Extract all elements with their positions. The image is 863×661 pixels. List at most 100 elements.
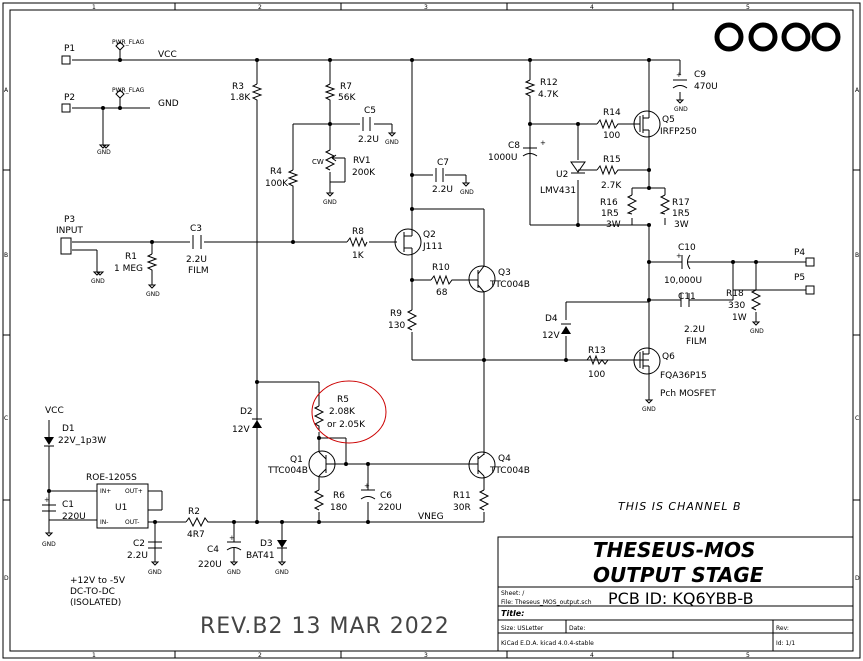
r17-ref: R17: [672, 198, 690, 208]
svg-text:+: +: [229, 534, 235, 542]
ground-labels: GND GND GND GND GND GND GND GND GND GND …: [42, 106, 764, 576]
size-label: Size: USLetter: [501, 625, 544, 632]
row-label: A: [4, 87, 9, 94]
gnd-label: GND: [146, 291, 160, 298]
u1-pin-label: IN+: [100, 488, 111, 495]
c9-value: 470U: [694, 82, 718, 92]
svg-text:+: +: [540, 139, 546, 147]
gnd-label: GND: [642, 406, 656, 413]
c10-value: 10,000U: [664, 276, 702, 286]
r15-value: 2.7K: [601, 181, 622, 191]
gnd-label: GND: [148, 569, 162, 576]
pwr-flag-vcc: PWR_FLAG: [112, 39, 145, 51]
p1-label: P1: [64, 44, 75, 54]
gnd-label: GND: [460, 189, 474, 196]
svg-text:+: +: [364, 482, 370, 490]
row-label: D: [855, 575, 860, 582]
q5-ref: Q5: [662, 115, 675, 125]
q2-value: J111: [422, 242, 443, 252]
r14-value: 100: [603, 131, 620, 141]
d3-value: BAT41: [246, 551, 275, 561]
r2-ref: R2: [188, 507, 200, 517]
u1-pin-label: OUT+: [125, 488, 143, 495]
gnd-label: GND: [91, 278, 105, 285]
d2-value: 12V: [232, 425, 250, 435]
r16-ref: R16: [600, 198, 618, 208]
r8-ref: R8: [352, 227, 364, 237]
pcb-id: PCB ID: KQ6YBB-B: [608, 589, 754, 608]
gnd-label: GND: [750, 328, 764, 335]
r3-value: 1.8K: [230, 93, 251, 103]
r5-value: 2.08K: [329, 407, 356, 417]
d1-ref: D1: [62, 424, 75, 434]
svg-text:+: +: [44, 496, 50, 504]
c2-value: 2.2U: [127, 551, 148, 561]
p4-label: P4: [794, 248, 805, 258]
r17-watt: 3W: [674, 220, 689, 230]
pwr-flag-gnd: PWR_FLAG: [112, 87, 145, 99]
q2-ref: Q2: [423, 230, 436, 240]
gnd-label: GND: [227, 569, 241, 576]
potentiometer-rv1: [324, 149, 337, 171]
gnd-label: GND: [385, 139, 399, 146]
pwr-flag-label: PWR_FLAG: [112, 87, 145, 94]
r4-value: 100K: [265, 179, 289, 189]
r9-ref: R9: [390, 309, 402, 319]
u2-value: LMV431: [540, 186, 576, 196]
u1-pin-label: OUT-: [125, 519, 139, 526]
col-label: 5: [746, 652, 750, 659]
kicad-label: KiCad E.D.A. kicad 4.0.4-stable: [501, 640, 594, 647]
border-labels: 1 2 3 4 5 1 2 3 4 5 A B C D A B C D: [4, 4, 860, 659]
r5-annotation-circle: [311, 380, 387, 444]
logo: [714, 22, 841, 52]
c9-ref: C9: [694, 70, 706, 80]
r5-value-alt: or 2.05K: [327, 420, 366, 430]
r9-value: 130: [388, 321, 405, 331]
c5-ref: C5: [364, 106, 376, 116]
svg-text:+: +: [676, 252, 682, 260]
channel-note: THIS IS CHANNEL B: [618, 500, 742, 513]
gnd-label: GND: [275, 569, 289, 576]
col-label: 1: [92, 652, 96, 659]
r5-ref: R5: [337, 395, 349, 405]
c6-value: 220U: [378, 503, 402, 513]
r13-value: 100: [588, 370, 605, 380]
row-label: C: [855, 415, 859, 422]
r11-ref: R11: [453, 491, 471, 501]
q4-ref: Q4: [498, 454, 511, 464]
r18-ref: R18: [726, 289, 744, 299]
r1-ref: R1: [125, 252, 137, 262]
col-label: 3: [424, 652, 428, 659]
col-label: 4: [590, 652, 594, 659]
c10-ref: C10: [678, 243, 696, 253]
connector-p1: P1: [61, 44, 75, 65]
gnd-label: GND: [674, 106, 688, 113]
d2-ref: D2: [240, 407, 253, 417]
c11-type: FILM: [686, 337, 707, 347]
vneg-net-label: VNEG: [418, 512, 444, 522]
r3-ref: R3: [232, 82, 244, 92]
title-block: THESEUS-MOS OUTPUT STAGE Sheet: / File: …: [497, 536, 854, 652]
r6-ref: R6: [333, 491, 345, 501]
date-label: Date:: [569, 625, 585, 632]
gnd-label: GND: [323, 199, 337, 206]
title-line-1: THESEUS-MOS: [593, 538, 755, 562]
q6-type: Pch MOSFET: [660, 389, 716, 399]
dcdc-note-3: (ISOLATED): [70, 598, 121, 608]
c6-ref: C6: [380, 491, 392, 501]
col-label: 5: [746, 4, 750, 11]
resistor-bodies: [146, 79, 762, 528]
junctions: [47, 58, 758, 524]
gnd-label: GND: [97, 149, 111, 156]
r7-value: 56K: [338, 93, 356, 103]
cap-plus-marks: + + + + + +: [44, 71, 682, 542]
p3-label: P3: [64, 215, 75, 225]
col-label: 2: [258, 652, 262, 659]
r13-ref: R13: [588, 346, 606, 356]
c8-ref: C8: [508, 141, 520, 151]
connector-p2: P2: [61, 93, 75, 113]
connector-p4: P4: [794, 248, 815, 267]
gnd-net-label: GND: [158, 99, 179, 109]
